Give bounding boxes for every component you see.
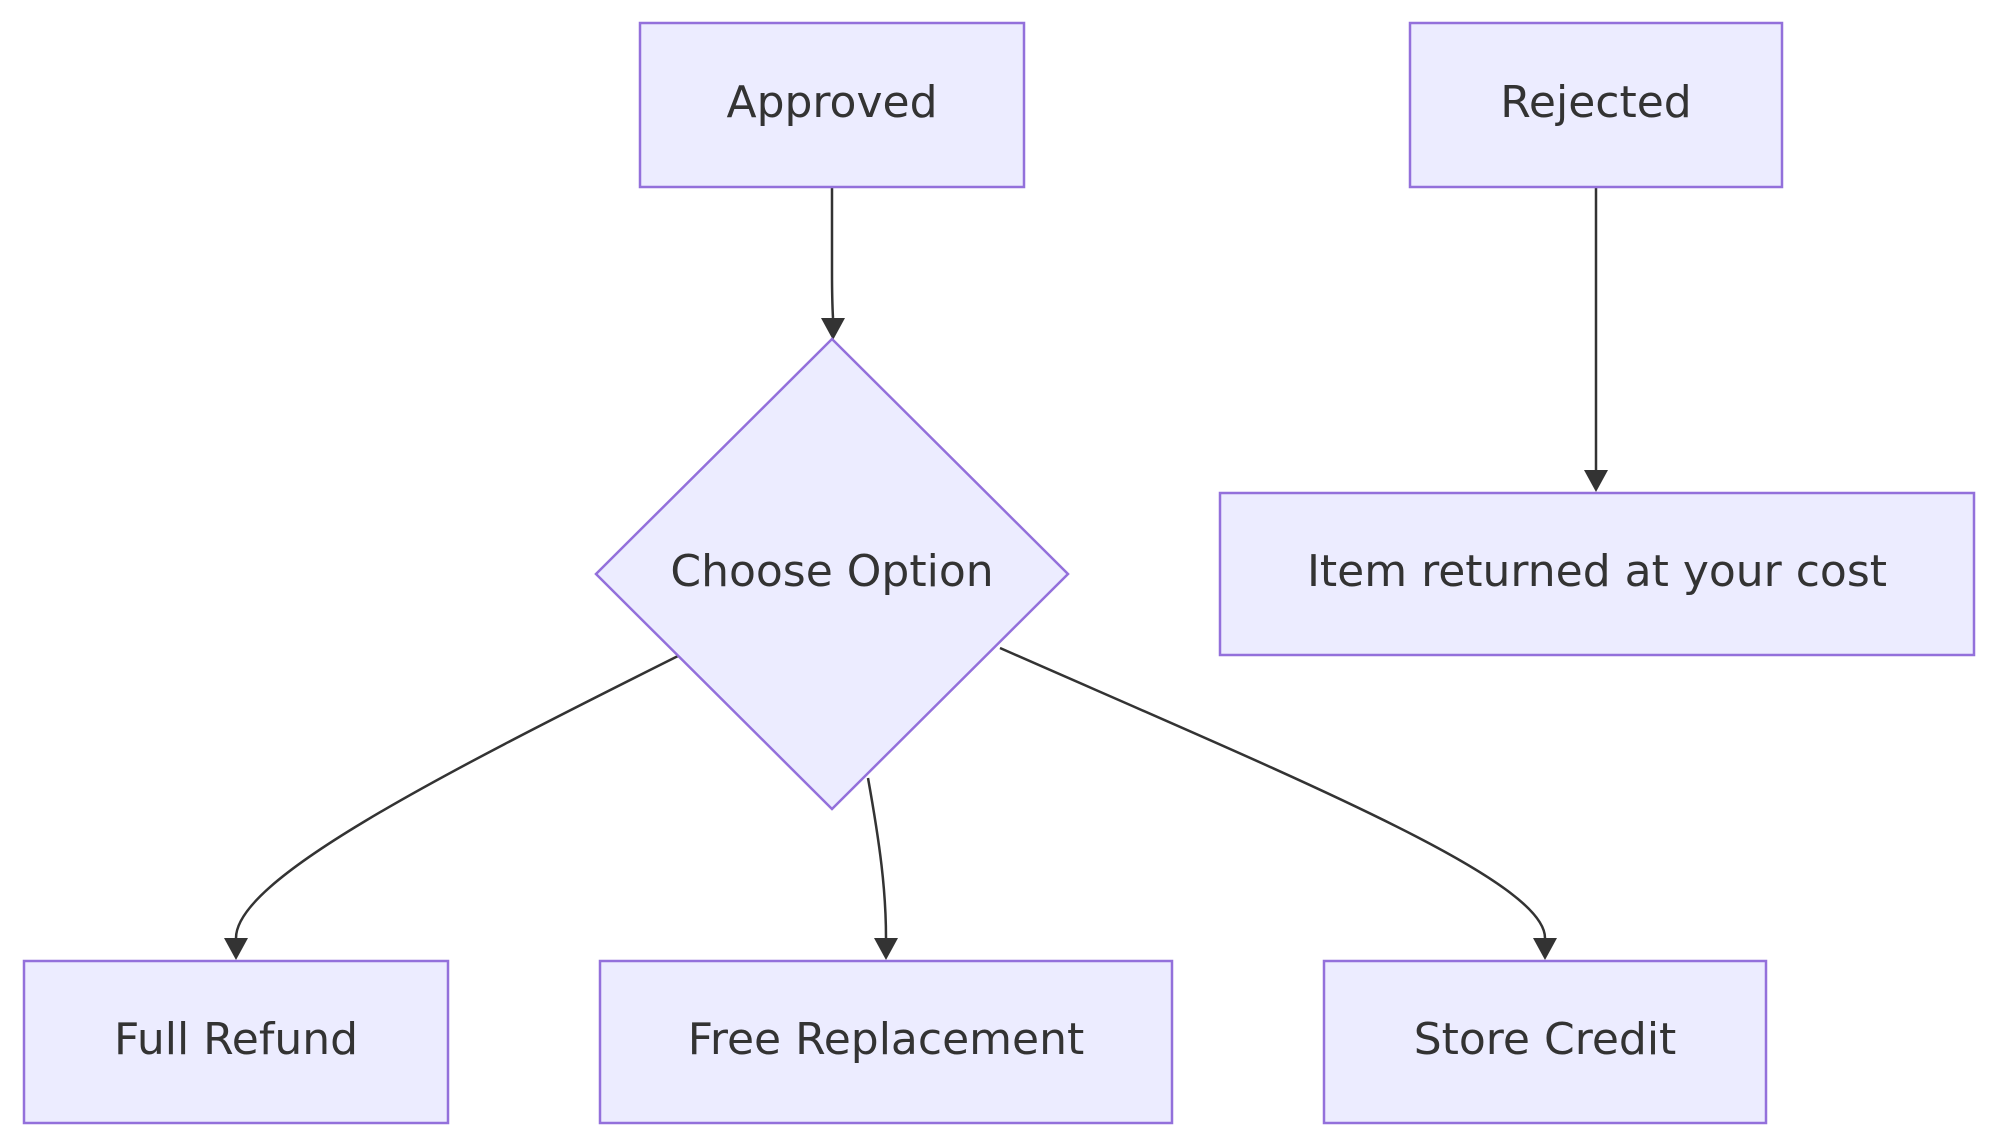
node-approved-label: Approved xyxy=(726,77,937,128)
node-choose-option-label: Choose Option xyxy=(670,546,993,597)
node-choose-option[interactable]: Choose Option xyxy=(594,337,1070,811)
arrowhead-choose-option xyxy=(821,318,845,340)
node-full-refund-box xyxy=(22,959,450,1125)
arrowhead-free-replacement xyxy=(874,938,898,960)
node-item-returned-box xyxy=(1218,491,1976,657)
node-store-credit[interactable]: Store Credit xyxy=(1322,959,1768,1125)
arrowhead-full-refund xyxy=(224,938,248,960)
arrowhead-item-returned xyxy=(1584,470,1608,492)
edge-choose-option-to-full-refund xyxy=(234,654,679,939)
node-full-refund[interactable]: Full Refund xyxy=(22,959,450,1125)
node-store-credit-box xyxy=(1322,959,1768,1125)
edge-approved-to-choose-option xyxy=(830,188,835,319)
node-rejected[interactable]: Rejected xyxy=(1408,21,1784,189)
edge-choose-option-to-store-credit xyxy=(999,646,1547,939)
edges xyxy=(224,188,1608,960)
edge-choose-option-to-free-replacement xyxy=(866,777,888,939)
node-approved[interactable]: Approved xyxy=(638,21,1026,189)
node-full-refund-label: Full Refund xyxy=(114,1014,358,1065)
node-approved-box xyxy=(638,21,1026,189)
node-item-returned-label: Item returned at your cost xyxy=(1307,546,1887,597)
node-free-replacement-box xyxy=(598,959,1174,1125)
node-item-returned[interactable]: Item returned at your cost xyxy=(1218,491,1976,657)
node-free-replacement[interactable]: Free Replacement xyxy=(598,959,1174,1125)
node-store-credit-label: Store Credit xyxy=(1414,1014,1677,1065)
arrowhead-store-credit xyxy=(1533,938,1557,960)
node-rejected-label: Rejected xyxy=(1500,77,1691,128)
node-choose-option-diamond xyxy=(594,337,1070,811)
node-rejected-box xyxy=(1408,21,1784,189)
node-free-replacement-label: Free Replacement xyxy=(688,1014,1084,1065)
